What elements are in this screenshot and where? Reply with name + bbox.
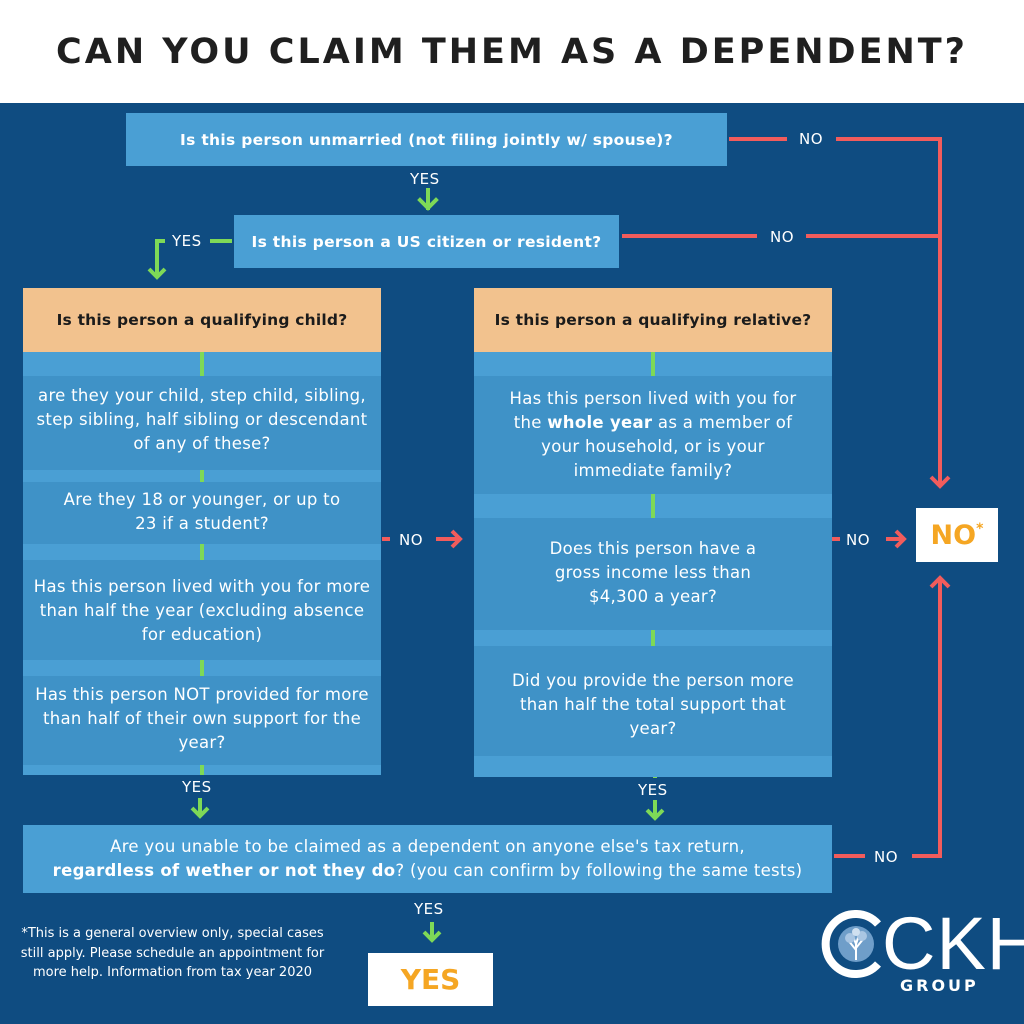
relative-test-1-band xyxy=(474,376,832,494)
header-banner: CAN YOU CLAIM THEM AS A DEPENDENT? xyxy=(0,0,1024,103)
logo-wordmark: CKH xyxy=(882,902,1024,985)
child-test-2-band xyxy=(23,482,381,544)
relative-test-support: Did you provide the person more than hal… xyxy=(512,671,794,738)
yes-label-citizen: YES xyxy=(172,232,202,250)
question-claimed-elsewhere: Are you unable to be claimed as a depend… xyxy=(23,825,832,893)
question-unmarried: Is this person unmarried (not filing joi… xyxy=(126,113,727,166)
no-label-relative: NO xyxy=(846,531,871,549)
qualifying-relative-heading: Is this person a qualifying relative? xyxy=(474,288,832,352)
no-label-child: NO xyxy=(399,531,424,549)
child-connector-3 xyxy=(200,544,204,560)
footnote: *This is a general overview only, specia… xyxy=(20,926,325,980)
relative-test-3-band xyxy=(474,646,832,756)
page-title: CAN YOU CLAIM THEM AS A DEPENDENT? xyxy=(56,31,968,72)
qualifying-child-heading: Is this person a qualifying child? xyxy=(23,288,381,352)
no-label-unmarried: NO xyxy=(799,130,824,148)
yes-label-child: YES xyxy=(182,778,212,796)
no-arrow-top xyxy=(622,137,951,489)
relative-test-income: Does this person have a gross income les… xyxy=(549,539,757,606)
ckh-group-logo: CKH GROUP xyxy=(820,904,1024,1004)
question-us-citizen: Is this person a US citizen or resident? xyxy=(234,215,619,268)
relative-connector-1 xyxy=(651,352,655,376)
no-arrow-final xyxy=(834,575,951,858)
relative-test-household: Has this person lived with you for the w… xyxy=(509,389,797,480)
yes-arrow-child xyxy=(190,798,210,819)
qualifying-relative-column: Is this person a qualifying relative? Ha… xyxy=(474,288,832,777)
child-connector-4 xyxy=(200,660,204,676)
final-question-line-2: regardless of wether or not they do? (yo… xyxy=(52,861,803,880)
child-test-4-band xyxy=(23,676,381,765)
yes-arrow-q2 xyxy=(147,239,232,280)
child-connector-5 xyxy=(200,765,204,775)
child-test-age: Are they 18 or younger, or up to 23 if a… xyxy=(63,490,341,533)
child-test-support: Has this person NOT provided for more th… xyxy=(35,685,369,752)
child-test-1-band xyxy=(23,376,381,470)
relative-test-whole-year: whole year xyxy=(547,413,653,432)
child-test-relationship: are they your child, step child, sibling… xyxy=(36,386,368,453)
yes-label-unmarried: YES xyxy=(410,170,440,188)
outcome-no: NO* xyxy=(916,508,998,562)
relative-connector-2 xyxy=(651,494,655,518)
no-label-final: NO xyxy=(874,848,899,866)
relative-connector-3 xyxy=(651,630,655,646)
final-question-line-1: Are you unable to be claimed as a depend… xyxy=(110,837,745,856)
child-test-residency: Has this person lived with you for more … xyxy=(33,577,371,644)
no-label-citizen: NO xyxy=(770,228,795,246)
child-connector-1 xyxy=(200,352,204,376)
yes-label-relative: YES xyxy=(638,781,668,799)
yes-label-final: YES xyxy=(414,900,444,918)
logo-subtitle: GROUP xyxy=(900,976,979,995)
final-question-bold: regardless of wether or not they do xyxy=(52,861,396,880)
child-connector-2 xyxy=(200,470,204,482)
relative-test-2-band xyxy=(474,518,832,630)
child-test-3-band xyxy=(23,560,381,660)
outcome-no-footnote-mark: * xyxy=(976,521,984,537)
yes-arrow-final xyxy=(422,922,442,943)
yes-arrow-q1 xyxy=(417,188,439,211)
tree-globe-icon xyxy=(821,910,881,978)
qualifying-child-column: Is this person a qualifying child? are t… xyxy=(23,288,381,775)
no-arrow-middle xyxy=(382,529,907,549)
outcome-yes: YES xyxy=(368,953,493,1006)
